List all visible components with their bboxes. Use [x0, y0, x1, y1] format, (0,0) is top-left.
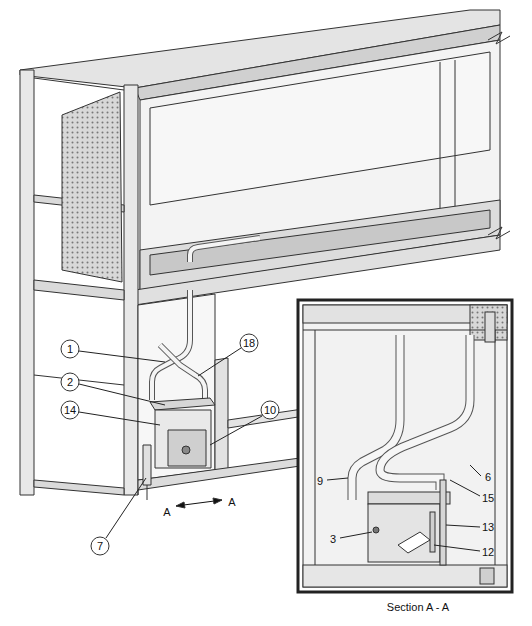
callout-number: 7 — [97, 541, 103, 552]
section-letter: A — [228, 497, 235, 508]
callout-number: 1 — [67, 344, 73, 355]
callout-number: 9 — [317, 476, 323, 487]
callout-number: 18 — [243, 338, 255, 349]
callout-number: 6 — [485, 472, 491, 483]
callout-number: 10 — [264, 405, 276, 416]
callout-number: 14 — [64, 405, 76, 416]
callout-number: 12 — [482, 547, 494, 558]
callout-number: 3 — [330, 534, 336, 545]
callout-number: 2 — [67, 377, 73, 388]
section-label: Section A - A — [387, 602, 449, 613]
section-letter: A — [163, 507, 170, 518]
callout-number: 15 — [482, 493, 494, 504]
callout-number: 13 — [482, 522, 494, 533]
